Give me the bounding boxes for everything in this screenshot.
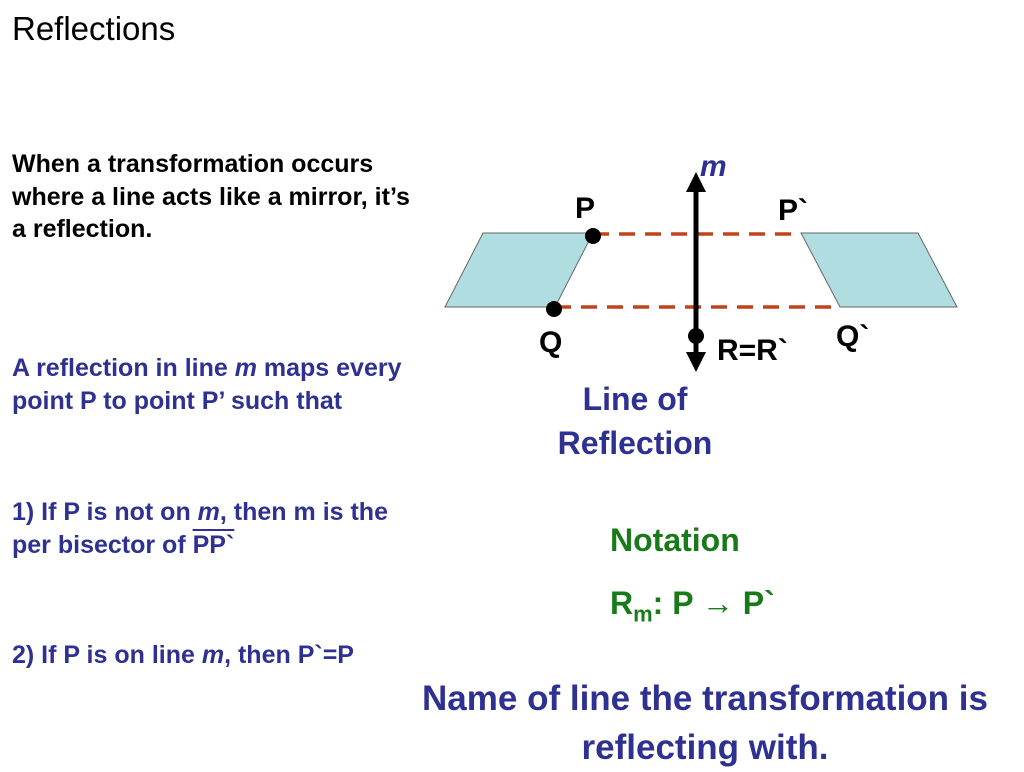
slide-title: Reflections: [12, 10, 176, 47]
name-of-line-caption: Name of line the transformation is refle…: [422, 679, 988, 767]
rule1-var-m: m: [197, 498, 220, 526]
original-shape: [444, 232, 594, 308]
point-q-dot: [546, 301, 562, 317]
rule2-prefix: 2) If P is on line: [12, 641, 202, 669]
definition-text: A reflection in line m maps every point …: [12, 352, 412, 417]
notation-block: Notation Rm: P → P`: [610, 522, 775, 627]
point-p-dot: [585, 228, 601, 244]
reflected-shape: [800, 232, 958, 308]
point-r-dot: [688, 328, 704, 344]
point-r-label: R=R`: [717, 334, 788, 367]
point-p-label: P: [575, 192, 595, 225]
point-q-image-label: Q`: [836, 320, 869, 353]
rule1-middle: , then m is the per: [12, 498, 388, 559]
point-p-image-label: P`: [778, 194, 808, 227]
notation-r: R: [610, 585, 634, 621]
rule-2: 2) If P is on line m, then P`=P: [12, 639, 412, 672]
definition-prefix: A reflection in line: [12, 354, 235, 382]
arrow-up-icon: [686, 172, 706, 192]
arrow-right-icon: →: [701, 585, 734, 621]
intro-text: When a transformation occurs where a lin…: [12, 150, 410, 243]
segment-pp-prime: PP`: [192, 530, 235, 559]
line-of-reflection-line2: Reflection: [557, 425, 713, 462]
notation-subscript: m: [633, 601, 653, 627]
rule1-prefix: 1) If P is not on: [12, 498, 198, 526]
definition-suffix: maps every point P to point P’ such that: [12, 354, 402, 415]
line-of-reflection-label: Line of Reflection: [520, 377, 750, 465]
notation-title: Notation: [610, 522, 740, 558]
line-of-reflection-line1: Line of: [582, 381, 688, 417]
line-m-label: m: [700, 150, 727, 183]
rule2-suffix: , then P`=P: [224, 641, 354, 669]
arrow-down-icon: [686, 352, 706, 372]
rule-1: 1) If P is not on m, then m is the per b…: [12, 496, 412, 561]
rule1-bisector: bisector of: [50, 530, 193, 559]
definition-var-m: m: [234, 354, 257, 382]
notation-p-image: P`: [733, 585, 775, 621]
notation-p: : P: [652, 585, 702, 621]
notation-formula: Rm: P → P`: [610, 585, 775, 627]
point-q-label: Q: [539, 326, 562, 359]
rule2-var-m: m: [201, 641, 225, 669]
